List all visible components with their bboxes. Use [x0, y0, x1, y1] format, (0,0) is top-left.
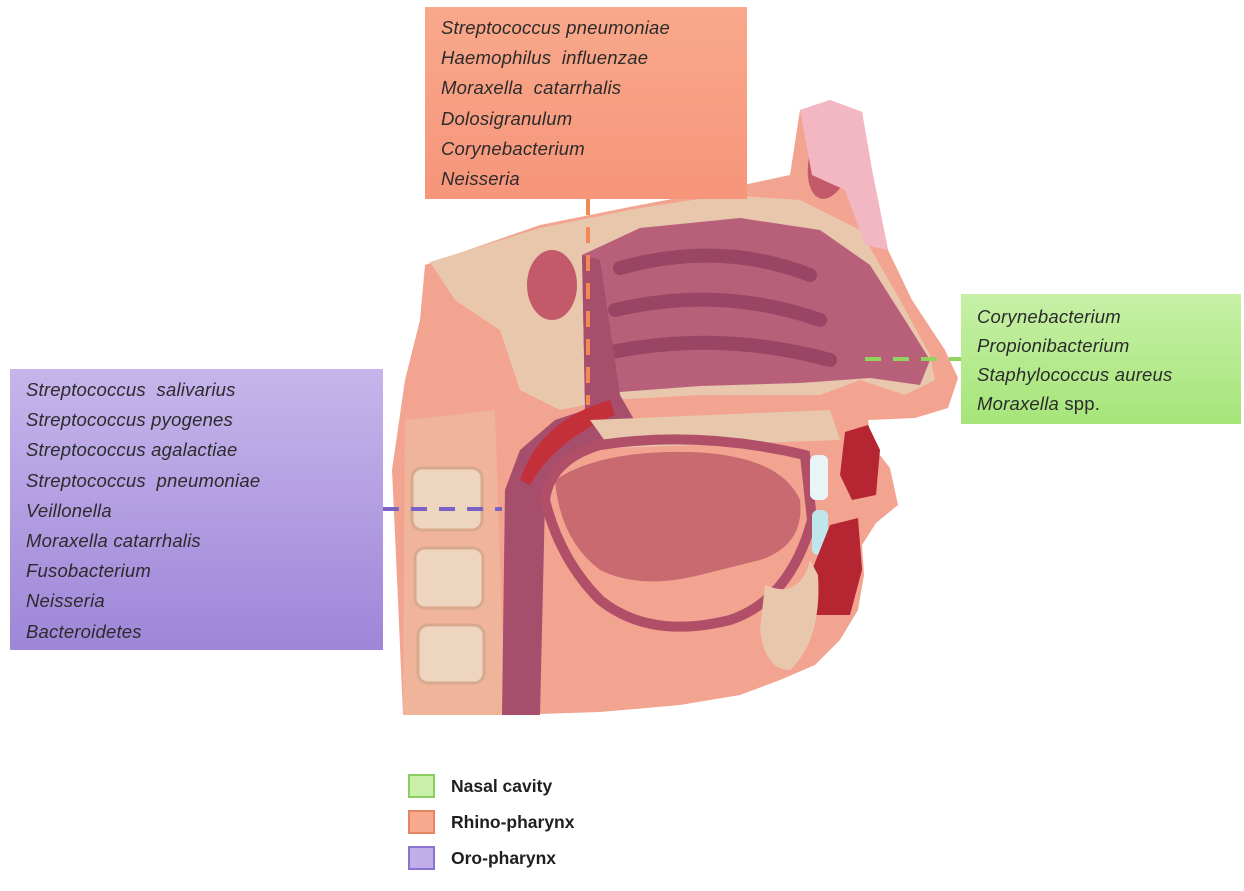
oro-pharynx-species-list: Streptococcus salivarius Streptococcus p… [26, 375, 365, 647]
legend-item-oro-pharynx: Oro-pharynx [408, 840, 574, 876]
rhino-pharynx-callout: Streptococcus pneumoniae Haemophilus inf… [425, 7, 747, 199]
legend-swatch-oro-pharynx [408, 846, 435, 870]
legend-item-nasal-cavity: Nasal cavity [408, 768, 574, 804]
species-item: Dolosigranulum [441, 104, 729, 134]
nasal-cavity-callout: Corynebacterium Propionibacterium Staphy… [961, 294, 1241, 424]
species-item: Moraxella catarrhalis [26, 526, 365, 556]
species-item: Streptococcus pneumoniae [441, 13, 729, 43]
legend-swatch-rhino-pharynx [408, 810, 435, 834]
species-item: Neisseria [441, 164, 729, 194]
species-item: Moraxella catarrhalis [441, 73, 729, 103]
legend-label: Nasal cavity [451, 776, 552, 797]
species-item: Veillonella [26, 496, 365, 526]
species-item: Propionibacterium [977, 331, 1223, 360]
legend: Nasal cavity Rhino-pharynx Oro-pharynx [408, 768, 574, 876]
nasal-cavity-species-list: Corynebacterium Propionibacterium Staphy… [977, 302, 1223, 418]
species-item: Streptococcus pyogenes [26, 405, 365, 435]
legend-item-rhino-pharynx: Rhino-pharynx [408, 804, 574, 840]
rhino-pharynx-species-list: Streptococcus pneumoniae Haemophilus inf… [441, 13, 729, 194]
species-item: Fusobacterium [26, 556, 365, 586]
species-item: Staphylococcus aureus [977, 360, 1223, 389]
upper-tooth [810, 455, 828, 500]
legend-swatch-nasal-cavity [408, 774, 435, 798]
species-item: Neisseria [26, 586, 365, 616]
legend-label: Rhino-pharynx [451, 812, 574, 833]
species-item: Streptococcus agalactiae [26, 435, 365, 465]
oro-pharynx-callout: Streptococcus salivarius Streptococcus p… [10, 369, 383, 650]
species-item: Streptococcus pneumoniae [26, 466, 365, 496]
species-item: Moraxella spp. [977, 389, 1223, 418]
species-item: Streptococcus salivarius [26, 375, 365, 405]
legend-label: Oro-pharynx [451, 848, 556, 869]
species-suffix: spp. [1059, 393, 1100, 414]
species-item: Corynebacterium [441, 134, 729, 164]
species-item: Bacteroidetes [26, 617, 365, 647]
species-item: Haemophilus influenzae [441, 43, 729, 73]
sphenoid-sinus [527, 250, 577, 320]
vertebrae [412, 468, 484, 683]
species-item: Corynebacterium [977, 302, 1223, 331]
